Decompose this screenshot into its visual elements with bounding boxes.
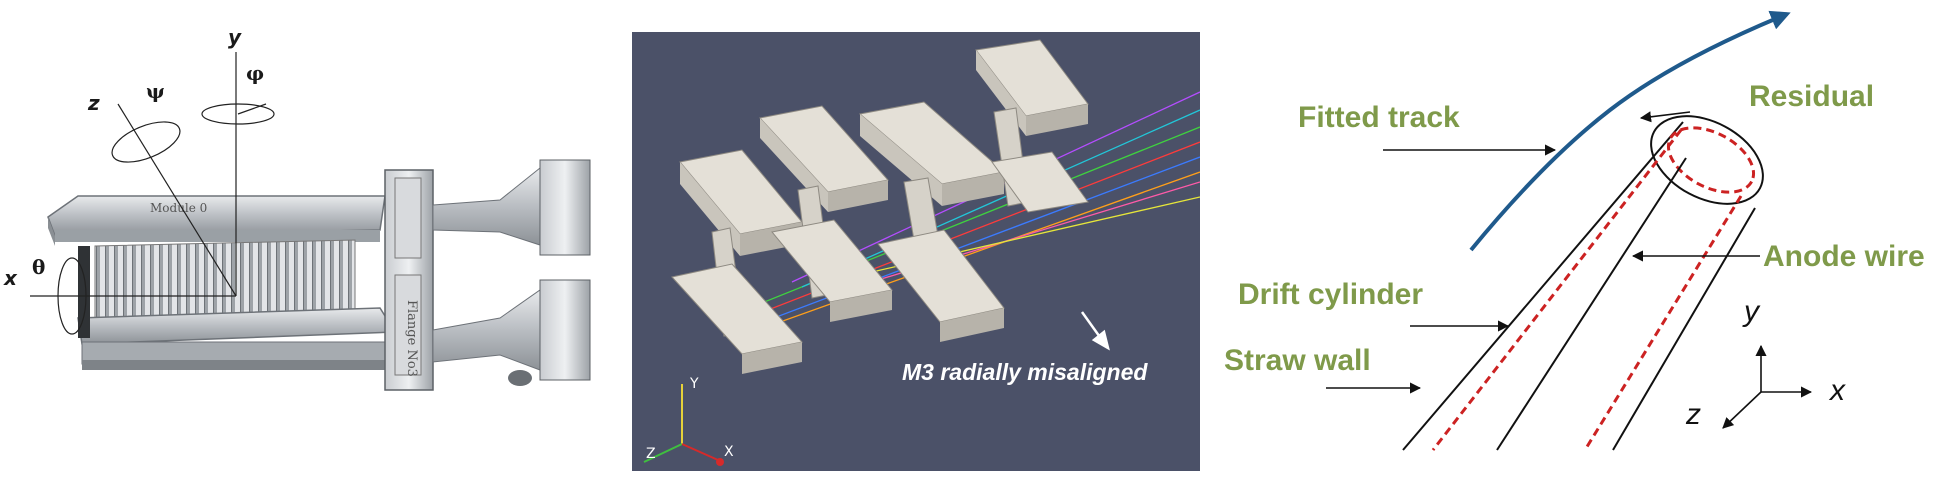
module-m2: [759, 105, 893, 322]
triad-z-label: Z: [646, 446, 656, 462]
orientation-triad: [643, 384, 724, 466]
phi-angle-label: φ: [246, 61, 264, 85]
misalignment-render-panel: M3 radially misaligned Y Z X: [632, 32, 1200, 471]
triad-x-label: X: [724, 444, 734, 460]
drift-cylinder: [1431, 126, 1756, 451]
residual-pointer: [1639, 111, 1691, 123]
schematic-z-label: z: [1685, 398, 1701, 431]
schematic-axes: [1722, 344, 1813, 429]
module-bottom-plate: [77, 307, 397, 370]
module-photo-panel: Module 0 Flange No3 y z x: [0, 0, 610, 489]
flange-plate-text: Flange No3: [404, 300, 419, 377]
y-axis-label: y: [228, 25, 242, 49]
fitted-track-curve: [1469, 10, 1791, 252]
straw-schematic-panel: Fitted track Residual Anode wire Drift c…: [1215, 0, 1954, 489]
schematic-x-label: x: [1828, 374, 1846, 407]
residual-label: Residual: [1749, 80, 1874, 113]
module-top-plate: Module 0: [47, 195, 386, 246]
fitted-track-label: Fitted track: [1298, 101, 1460, 134]
straw-cylinder: [1402, 115, 1764, 451]
misalignment-render: M3 radially misaligned Y Z X: [643, 39, 1200, 466]
module-m1: [671, 149, 803, 374]
gas-duct-upper: [432, 159, 591, 256]
module-m3: [858, 101, 1006, 342]
coordinate-axes: [30, 52, 275, 335]
straw-wall-label: Straw wall: [1224, 344, 1371, 377]
module-plate-text: Module 0: [150, 201, 207, 215]
anode-wire: [1496, 157, 1687, 451]
schematic-y-label: y: [1742, 295, 1761, 328]
module-photo-illustration: Module 0 Flange No3 y z x: [3, 25, 591, 391]
misalignment-arrow: [1080, 311, 1110, 351]
misalignment-annotation: M3 radially misaligned: [902, 359, 1148, 385]
drift-cylinder-label: Drift cylinder: [1238, 278, 1423, 311]
x-axis-label: x: [3, 266, 18, 290]
module-side-post: [78, 246, 90, 338]
module-m4: [975, 39, 1089, 213]
theta-angle-label: θ: [32, 255, 45, 279]
triad-y-label: Y: [689, 376, 699, 392]
z-axis-label: z: [87, 91, 100, 115]
flange-block: Flange No3: [384, 169, 434, 391]
anode-wire-label: Anode wire: [1763, 240, 1925, 273]
straw-schematic: Fitted track Residual Anode wire Drift c…: [1224, 10, 1925, 451]
psi-angle-label: ψ: [146, 79, 165, 103]
gas-duct-lower: [432, 279, 591, 381]
connector-fitting: [508, 370, 532, 386]
